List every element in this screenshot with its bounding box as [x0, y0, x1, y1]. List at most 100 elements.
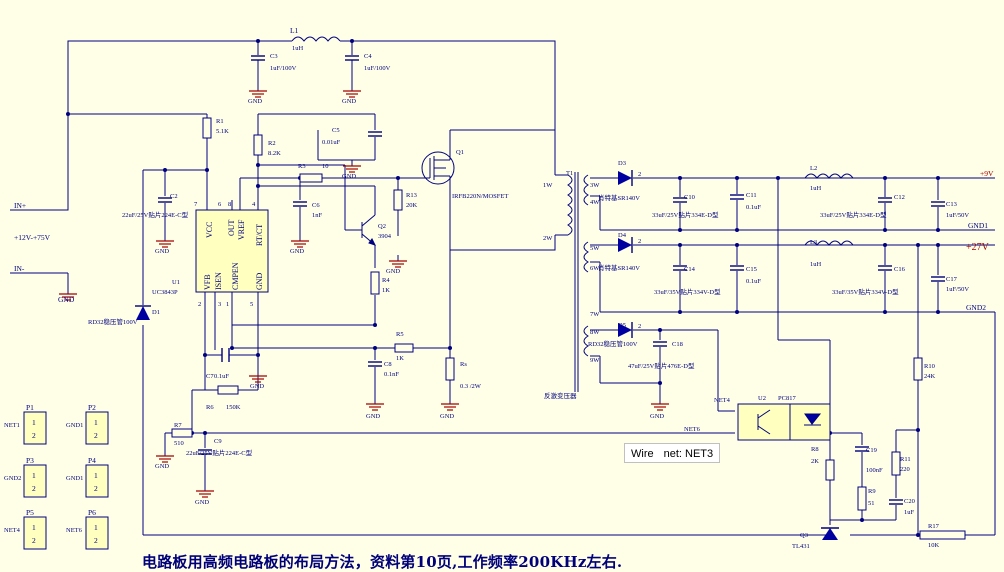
svg-text:2: 2 [94, 484, 98, 493]
svg-text:GND: GND [342, 173, 356, 180]
capacitor-c13 [930, 201, 946, 207]
svg-text:C4: C4 [364, 53, 372, 60]
ic-u1 [195, 209, 269, 293]
svg-text:R13: R13 [406, 192, 417, 199]
svg-text:1uF/100V: 1uF/100V [270, 65, 297, 72]
ground-icon [388, 254, 408, 268]
svg-text:0.1nF: 0.1nF [384, 371, 399, 378]
svg-text:肖特基SR140V: 肖特基SR140V [598, 193, 640, 202]
svg-text:L3: L3 [810, 239, 817, 246]
svg-text:2: 2 [32, 431, 36, 440]
svg-text:R7: R7 [174, 422, 182, 429]
resistor-r4 [370, 271, 380, 295]
svg-text:2: 2 [638, 238, 641, 245]
u1-pin-cmpen: CMPEN [231, 262, 240, 290]
svg-text:9W: 9W [590, 357, 600, 364]
svg-text:24K: 24K [924, 373, 936, 380]
svg-text:1: 1 [226, 301, 229, 308]
svg-text:P6: P6 [88, 508, 96, 517]
ground-icon [248, 84, 268, 98]
svg-text:2: 2 [94, 536, 98, 545]
svg-text:C13: C13 [946, 201, 957, 208]
svg-text:NET4: NET4 [4, 527, 21, 534]
svg-text:GND: GND [155, 463, 169, 470]
svg-text:22uF/25V贴片224E-C型: 22uF/25V贴片224E-C型 [122, 210, 189, 219]
transformer-t1-pins: 1W 2W 3W 4W 5W 6W 7W 8W 9W [543, 182, 600, 364]
svg-text:5: 5 [250, 301, 253, 308]
svg-text:0.1uF: 0.1uF [214, 373, 229, 380]
output-gnd1-label: GND1 [968, 221, 988, 230]
svg-text:UC3843P: UC3843P [152, 289, 178, 296]
tooltip-net: net: NET3 [663, 448, 714, 460]
output-27v-label: +27V [966, 242, 990, 253]
resistor-r9 [857, 486, 867, 511]
ground-icon [195, 484, 215, 498]
svg-text:D5: D5 [618, 322, 626, 329]
u1-pin-vref: VREF [237, 219, 246, 240]
svg-text:1W: 1W [543, 182, 553, 189]
svg-text:0.1uF: 0.1uF [746, 278, 761, 285]
svg-text:C20: C20 [904, 498, 915, 505]
svg-text:C9: C9 [214, 438, 222, 445]
svg-text:1uH: 1uH [810, 261, 822, 268]
svg-text:7: 7 [194, 201, 198, 208]
svg-text:D3: D3 [618, 160, 626, 167]
resistor-r13 [393, 189, 403, 211]
svg-text:2: 2 [32, 536, 36, 545]
svg-text:1: 1 [94, 418, 98, 427]
resistor-r11 [891, 451, 901, 476]
svg-text:51: 51 [868, 500, 875, 507]
svg-text:R4: R4 [382, 277, 390, 284]
capacitor-c16 [877, 265, 893, 271]
svg-text:GND: GND [290, 248, 304, 255]
svg-text:1K: 1K [382, 287, 390, 294]
capacitor-c5 [367, 131, 383, 137]
input-plus-label: IN+ [14, 201, 26, 210]
ground-icon [440, 397, 460, 411]
transformer-t1 [450, 172, 589, 392]
diode-d3 [618, 170, 633, 186]
svg-text:2: 2 [638, 323, 641, 330]
capacitor-c18 [652, 341, 668, 347]
svg-text:肖特基SR140V: 肖特基SR140V [598, 263, 640, 272]
svg-text:P3: P3 [26, 456, 34, 465]
tooltip-label: Wire [631, 448, 654, 460]
capacitor-c7 [221, 348, 230, 362]
optocoupler-u2 [737, 403, 831, 441]
svg-text:10: 10 [322, 163, 329, 170]
svg-text:GND: GND [250, 383, 264, 390]
svg-text:GND: GND [342, 98, 356, 105]
svg-text:C3: C3 [270, 53, 278, 60]
wire-top-rail [67, 40, 292, 206]
resistor-r10 [913, 357, 923, 381]
svg-text:1: 1 [32, 418, 36, 427]
svg-text:GND2: GND2 [4, 475, 21, 482]
resistor-r1 [202, 117, 212, 139]
wire-tooltip: Wire net: NET3 [624, 443, 720, 463]
svg-text:GND1: GND1 [66, 422, 83, 429]
resistor-r6 [217, 385, 239, 395]
svg-text:C11: C11 [746, 192, 757, 199]
svg-text:C19: C19 [866, 447, 877, 454]
svg-text:T1: T1 [566, 170, 573, 177]
svg-text:GND: GND [650, 413, 664, 420]
svg-text:1uH: 1uH [810, 185, 822, 192]
connector-p3 [23, 464, 47, 498]
svg-text:C2: C2 [170, 193, 178, 200]
capacitor-c17 [930, 276, 946, 282]
capacitor-c3 [250, 55, 266, 61]
svg-text:4: 4 [252, 201, 256, 208]
svg-text:R6: R6 [206, 404, 214, 411]
diode-d4 [618, 237, 633, 253]
svg-text:1: 1 [94, 523, 98, 532]
resistor-rs [445, 357, 455, 381]
net-label-net6: NET6 [684, 426, 701, 433]
svg-text:1uF/50V: 1uF/50V [946, 286, 969, 293]
svg-text:R2: R2 [268, 140, 276, 147]
resistor-r5 [394, 343, 414, 353]
svg-text:Q2: Q2 [378, 223, 386, 230]
connector-p6 [85, 516, 109, 550]
ground-icon [155, 234, 175, 248]
svg-text:2: 2 [198, 301, 201, 308]
